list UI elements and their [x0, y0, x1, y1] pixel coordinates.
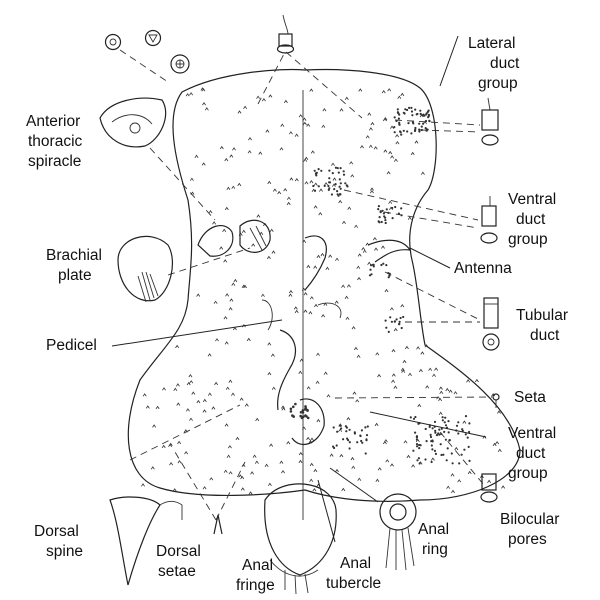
solid-leaders	[111, 35, 487, 543]
pore-ring-icons	[104, 29, 190, 74]
label-ventral-duct-group-bottom: Ventral duct group	[508, 425, 561, 482]
ventral-duct-icon	[480, 196, 498, 244]
seta-icon	[492, 393, 500, 408]
spiracle-detail	[99, 97, 167, 148]
pedicel-area	[261, 299, 342, 446]
dorsal-spine-detail	[109, 496, 183, 586]
label-anal-ring: Anal ring	[418, 521, 453, 558]
label-dorsal-setae: Dorsal setae	[156, 543, 205, 580]
ventral-duct-cluster	[368, 205, 405, 333]
dorsal-seta-detail	[213, 514, 223, 535]
label-ventral-duct-group-top: Ventral duct group	[508, 191, 561, 248]
bilocular-pore-icon	[480, 473, 498, 503]
lateral-duct-cluster	[312, 106, 431, 197]
dashed-leaders	[119, 49, 493, 521]
dorsal-duct-icon	[276, 14, 295, 54]
label-brachial-plate: Brachial plate	[46, 247, 106, 284]
brachial-plate-detail	[117, 235, 174, 303]
label-lateral-duct-group: Lateral duct group	[468, 35, 524, 92]
anal-ring-detail	[379, 493, 417, 571]
body-outline	[127, 68, 521, 502]
label-bilocular-pores: Bilocular pores	[500, 511, 564, 548]
label-seta: Seta	[514, 389, 546, 406]
label-anal-fringe: Anal fringe	[236, 557, 277, 594]
lateral-duct-icon	[481, 97, 499, 146]
anal-tubercle-detail	[264, 483, 337, 595]
label-antenna: Antenna	[454, 260, 512, 277]
label-anterior-thoracic-spiracle: Anterior thoracic spiracle	[26, 113, 87, 170]
body-brachial-plates	[197, 219, 271, 257]
tubular-duct-icon	[482, 297, 500, 351]
bilocular-pore-cluster	[289, 402, 471, 465]
label-anal-tubercle: Anal tubercle	[326, 555, 381, 592]
antenna-detail	[304, 235, 412, 291]
label-pedicel: Pedicel	[46, 337, 97, 354]
label-tubular-duct: Tubular duct	[516, 307, 572, 344]
body-setae-dots	[141, 87, 506, 495]
label-dorsal-spine: Dorsal spine	[34, 523, 83, 560]
